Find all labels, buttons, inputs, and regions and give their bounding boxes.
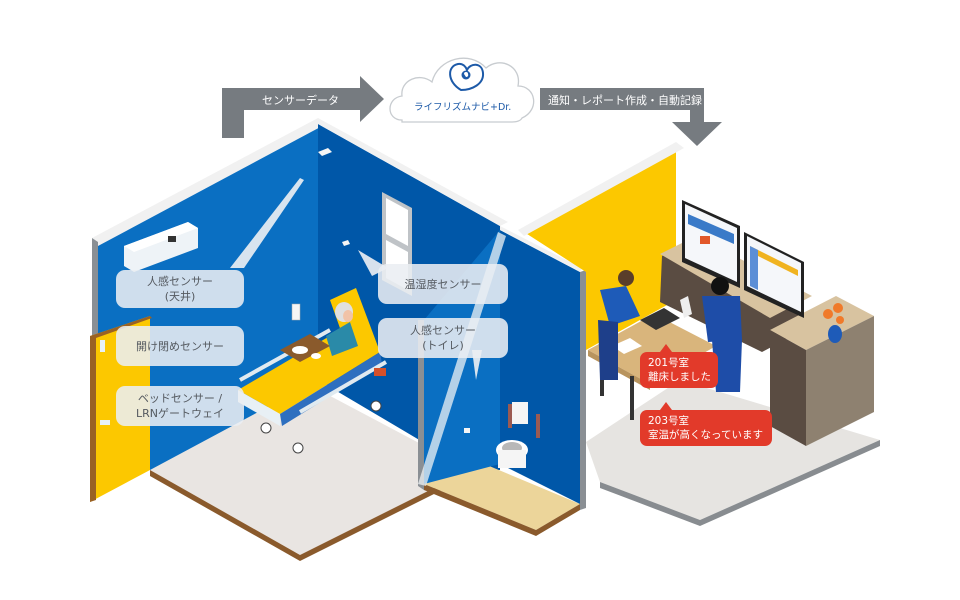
sensor-label-line2: (天井) (164, 290, 196, 303)
alert-203-pointer (660, 402, 672, 410)
sensor-label-temp-humidity: 温湿度センサー (378, 264, 508, 304)
alert-201-pointer (660, 344, 672, 352)
sensor-label-line1: 人感センサー (147, 275, 213, 288)
sensor-label-line2: (トイレ) (422, 339, 464, 352)
sensor-label-door-open-close: 開け閉めセンサー (116, 326, 244, 366)
alert-room-201: 201号室 離床しました (640, 352, 718, 388)
notification-arrow-label: 通知・レポート作成・自動記録 (548, 94, 702, 107)
ceiling-sensor-pointer (230, 178, 304, 268)
sensor-label-ceiling-motion: 人感センサー (天井) (116, 270, 244, 308)
toilet (496, 402, 540, 468)
staff-member-2 (680, 277, 742, 392)
sensor-label-line1: 温湿度センサー (404, 277, 482, 291)
alert-message: 離床しました (648, 371, 711, 383)
alert-room-203: 203号室 室温が高くなっています (640, 410, 772, 446)
alert-room-number: 201号室 (648, 357, 690, 369)
sensor-label-bed-gateway: ベッドセンサー / LRNゲートウェイ (116, 386, 244, 426)
toilet-room-right-wall (500, 230, 580, 504)
alert-message: 室温が高くなっています (648, 429, 763, 441)
sensor-data-arrow (222, 76, 384, 138)
air-conditioner (124, 222, 198, 272)
staff-room-yellow-wall (524, 148, 676, 350)
wall-outlet (291, 303, 301, 321)
staff-member-1 (598, 270, 640, 380)
patient-bed (238, 288, 388, 454)
heart-cloud-logo-icon (449, 62, 485, 92)
notification-arrow (540, 88, 722, 146)
sensor-label-line1: 人感センサー (410, 324, 476, 337)
ceiling-sensor-device (318, 148, 332, 156)
sensor-label-line1: ベッドセンサー / (137, 392, 223, 405)
alert-room-number: 203号室 (648, 415, 690, 427)
sensor-data-arrow-label: センサーデータ (262, 94, 339, 107)
cloud-service-name: ライフリズムナビ+Dr. (414, 102, 512, 113)
sensor-label-toilet-motion: 人感センサー (トイレ) (378, 318, 508, 358)
monitor-right (744, 232, 804, 318)
monitor-left (682, 200, 740, 288)
sensor-label-line1: 開け閉めセンサー (136, 339, 224, 353)
toilet-motion-sensor-device (464, 428, 470, 433)
toilet-room-floor (424, 458, 580, 530)
temperature-humidity-sensor-device (342, 240, 350, 246)
sensor-label-line2: LRNゲートウェイ (136, 407, 224, 420)
flower-vase (823, 303, 844, 343)
